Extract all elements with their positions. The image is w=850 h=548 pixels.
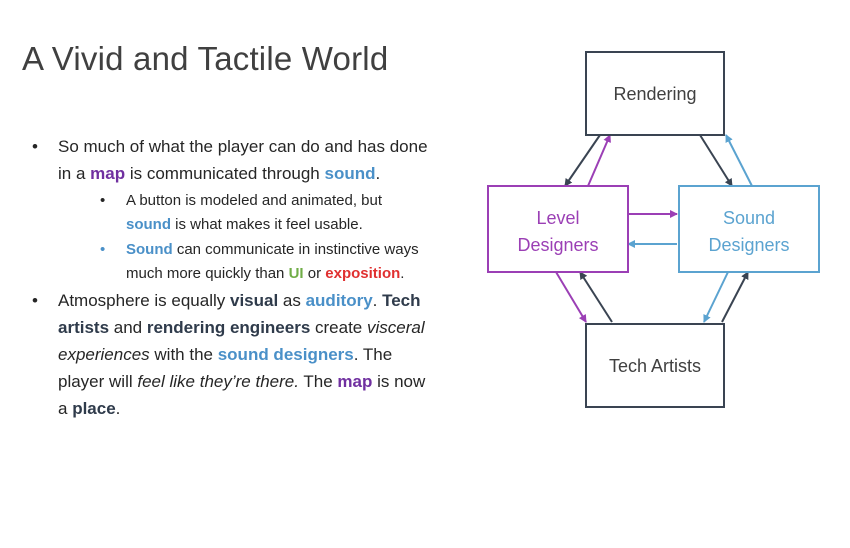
keyword-ui: UI [288,265,304,282]
bullet-marker: • [32,291,38,310]
sub-bullet-list: • A button is modeled and animated, but s… [58,189,430,286]
arrow-level-to-rendering [587,134,611,187]
keyword-visual: visual [229,291,279,310]
keyword-feel-like-theyre-there: feel like they’re there. [137,372,299,391]
node-tech-artists-box [585,323,725,408]
text-run: as [278,291,306,310]
sub-bullet-marker: • [100,192,106,209]
node-sound-designers-box [678,185,820,273]
text-run: is communicated through [125,164,325,183]
keyword-sound-designers: sound designers [217,345,354,364]
bullet-item-1: • So much of what the player can do and h… [30,133,430,286]
text-run: create [310,318,367,337]
text-run: can communicate in instinctive ways much… [126,241,419,282]
node-sound-designers-label-line2: Designers [708,235,789,255]
arrow-rendering-to-sound [699,134,733,187]
text-run: A button is modeled and animated, but [126,192,383,209]
bullet-item-2: • Atmosphere is equally visual as auditor… [30,287,430,422]
node-sound-designers-label-line1: Sound [723,208,775,228]
keyword-place: place [72,399,116,418]
node-level-designers-box [487,185,629,273]
text-run: is now a [58,372,426,418]
text-run: . [375,164,381,183]
text-run: . [400,265,405,282]
arrow-level-to-tech [555,271,587,323]
keyword-map: map [337,372,373,391]
arrow-sound-to-rendering [725,134,753,187]
bullet-content: • So much of what the player can do and h… [30,133,430,422]
keyword-exposition: exposition [325,265,401,282]
arrow-tech-to-level [579,271,613,323]
text-run: So much of what the player can do and ha… [58,137,428,183]
keyword-rendering-engineers: rendering engineers [146,318,311,337]
sub-bullet-item-1: • A button is modeled and animated, but s… [58,189,430,237]
keyword-sound: sound [324,164,376,183]
text-run: is what makes it feel usable. [171,216,363,233]
keyword-map: map [90,164,126,183]
node-tech-artists-label: Tech Artists [609,356,701,376]
node-rendering-label: Rendering [613,84,696,104]
text-run: . [115,399,121,418]
keyword-visceral-experiences: visceral experiences [58,318,425,364]
arrow-tech-to-sound [721,271,749,323]
text-run: or [303,265,326,282]
node-level-designers-label-line2: Designers [517,235,598,255]
bullet-list: • So much of what the player can do and h… [30,133,430,422]
text-run: Atmosphere is equally [58,291,230,310]
text-run: and [109,318,147,337]
keyword-sound: Sound [126,241,173,258]
keyword-tech-artists: Tech artists [58,291,421,337]
keyword-auditory: auditory [305,291,373,310]
text-run: The [298,372,338,391]
bullet-marker: • [32,137,38,156]
node-rendering-box [585,51,725,136]
text-run: . The player will [58,345,393,391]
arrow-rendering-to-level [564,134,601,187]
sub-bullet-item-2: • Sound can communicate in instinctive wa… [58,238,430,286]
text-run: with the [149,345,218,364]
text-run: . [372,291,383,310]
arrow-sound-to-tech [703,271,729,323]
slide-title: A Vivid and Tactile World [22,40,389,77]
keyword-sound: sound [126,216,171,233]
team-diagram: Rendering Level Designers Sound Designer… [487,51,820,408]
sub-bullet-marker: • [100,241,106,258]
node-level-designers-label-line1: Level [536,208,579,228]
